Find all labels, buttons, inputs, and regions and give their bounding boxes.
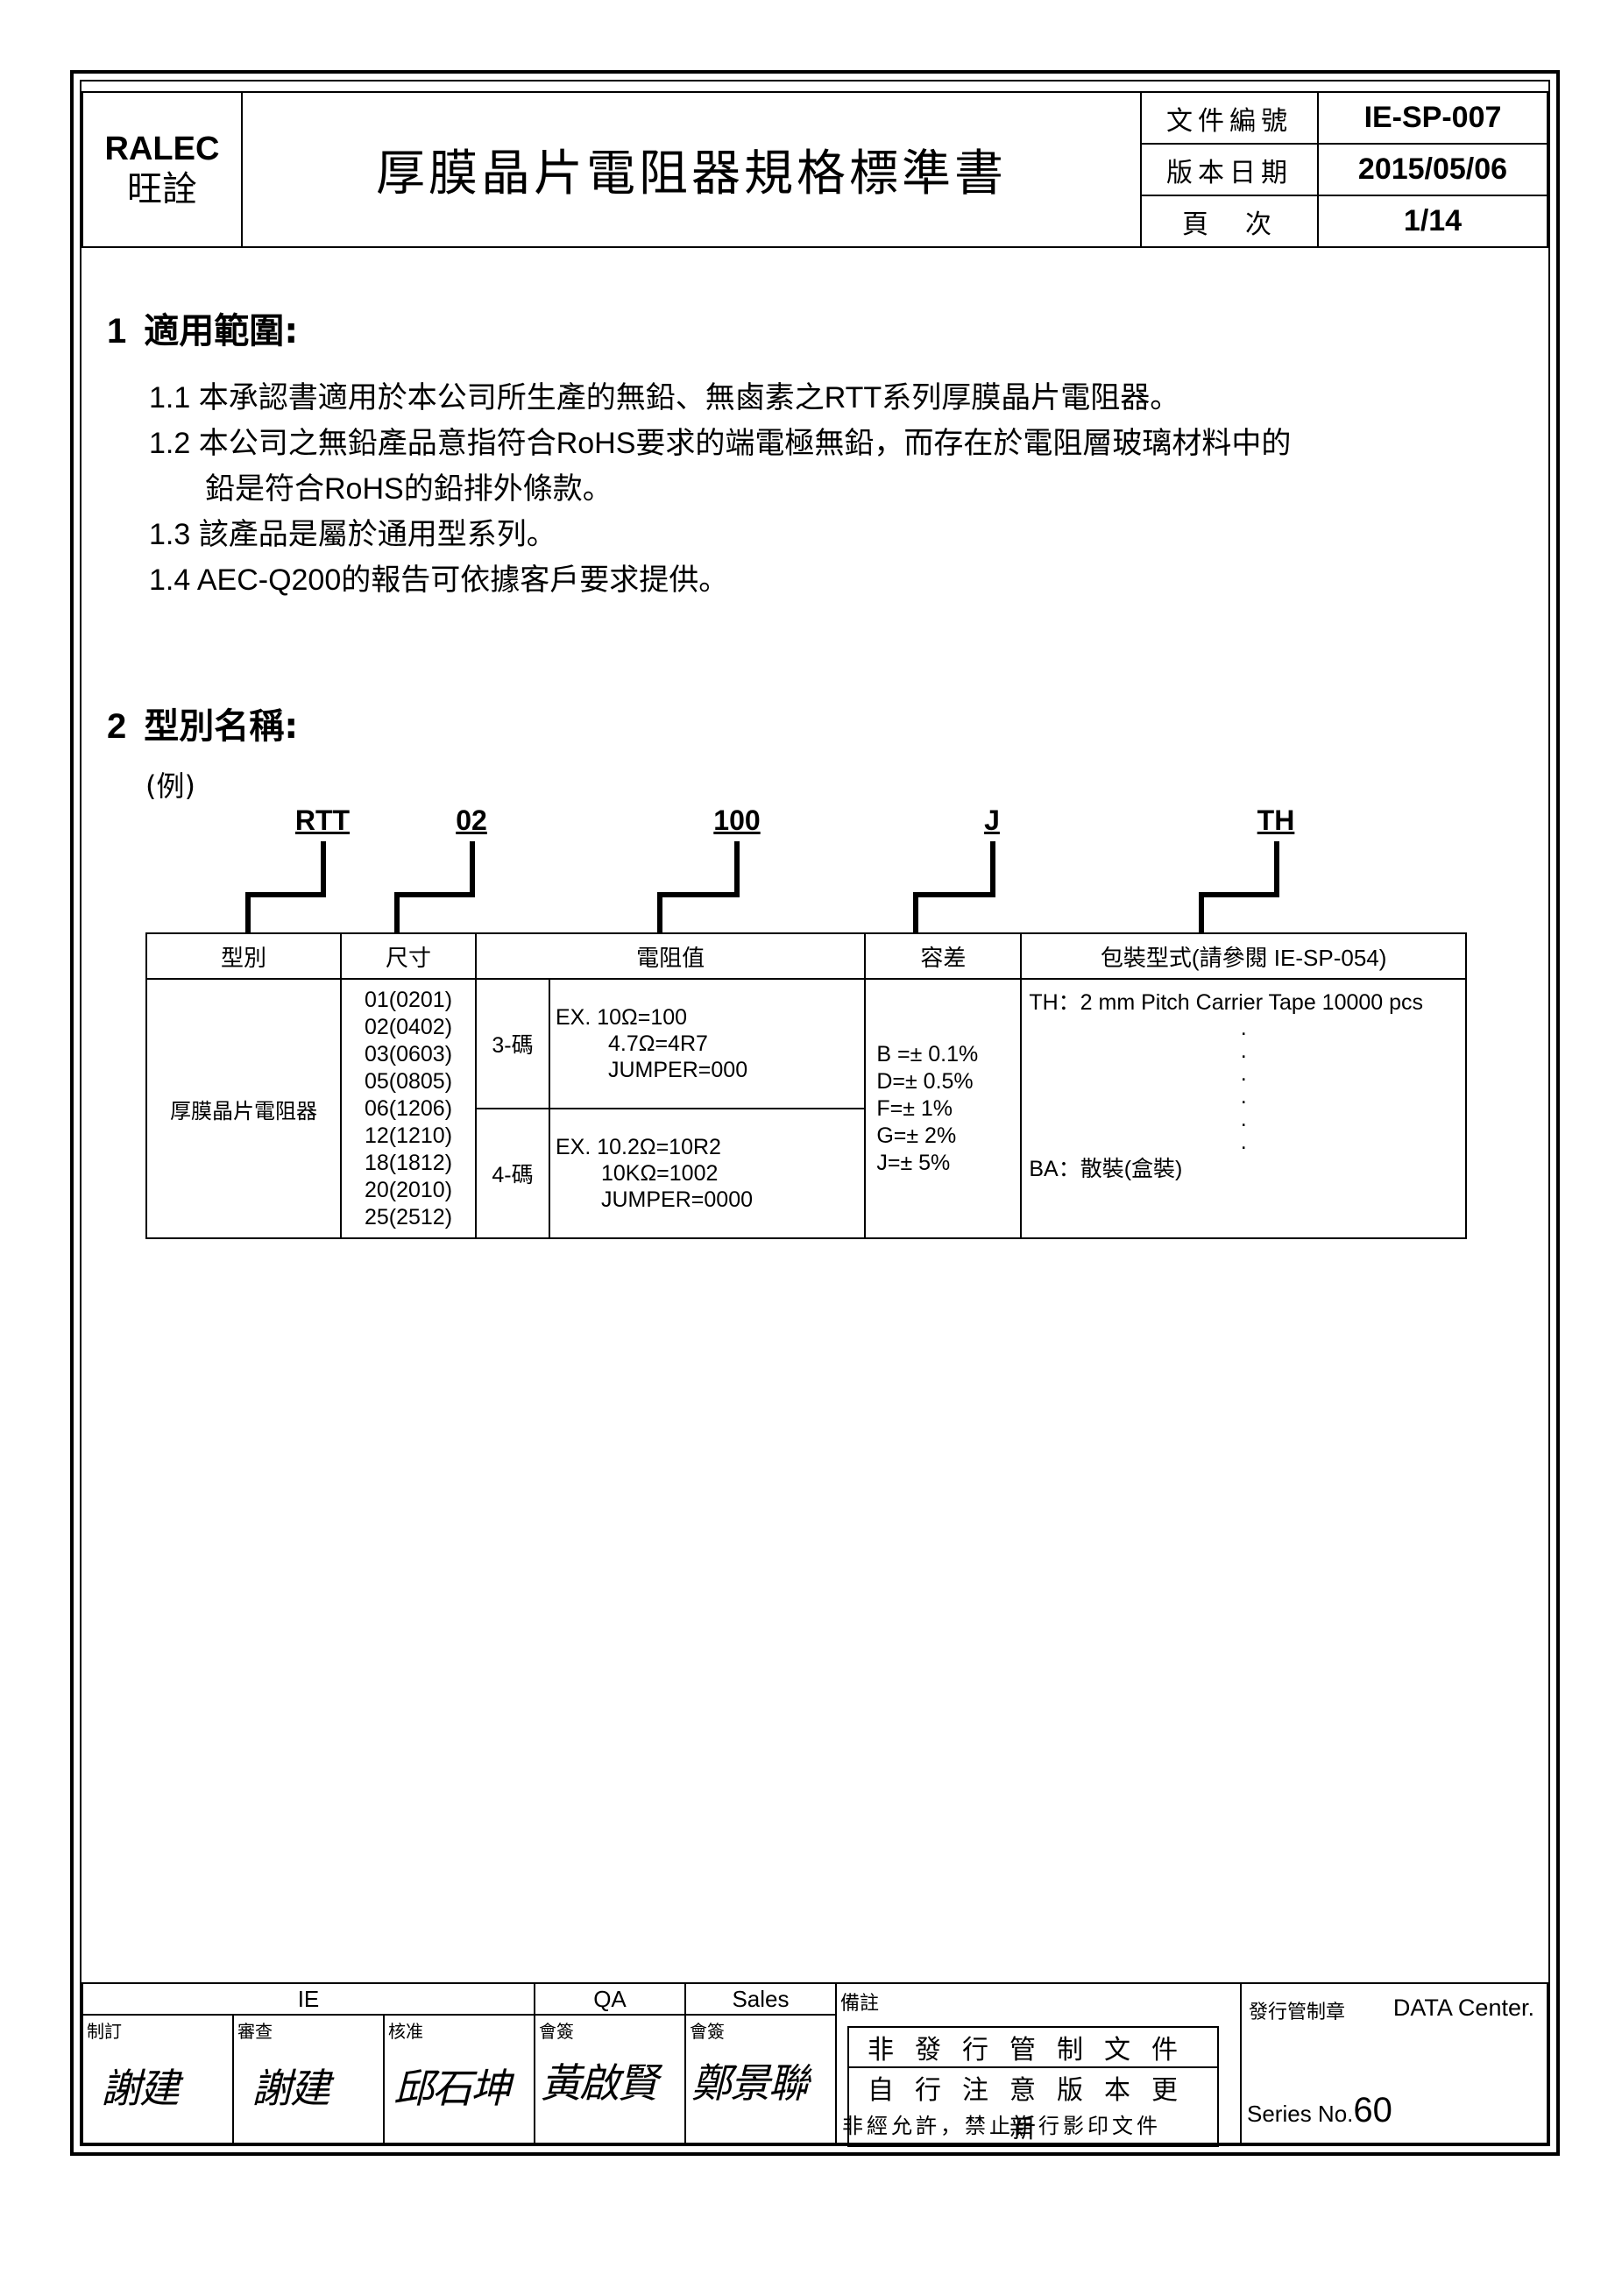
footer-qa-label: QA (534, 1982, 686, 2016)
control-label: 發行管制章 (1249, 2001, 1346, 2023)
review-cell: 審查 謝建 (232, 2014, 385, 2144)
data-center: DATA Center. (1392, 1995, 1534, 2021)
list-item: 1.4 AEC-Q200的報告可依據客戶要求提供。 (149, 563, 729, 597)
copy-notice: 非經允許，禁止自行影印文件 (842, 2115, 1161, 2138)
section-1-list: 1.1 本承認書適用於本公司所生產的無鉛、無鹵素之RTT系列厚膜晶片電阻器。 1… (149, 375, 1533, 603)
doc-no-label: 文件編號 (1140, 91, 1319, 145)
series-number: Series No.60 (1247, 2091, 1392, 2129)
list-item: 1.2 本公司之無鉛產品意指符合RoHS要求的端電極無鉛，而存在於電阻層玻璃材料… (149, 427, 1292, 460)
section-2-heading: 2 型別名稱: (107, 698, 298, 748)
signature: 鄭景聯 (691, 2059, 809, 2107)
footer-ie-label: IE (81, 1982, 535, 2016)
cell-code4-label: 4-碼 (475, 1108, 550, 1239)
cell-code3-examples: EX. 10Ω=100 4.7Ω=4R7 JUMPER=000 (548, 978, 867, 1109)
code-resistance: 100 (713, 804, 761, 836)
section-2-title: 型別名稱: (144, 706, 299, 747)
cell-code4-examples: EX. 10.2Ω=10R2 10KΩ=1002 JUMPER=0000 (548, 1108, 867, 1239)
list-item: 1.3 該產品是屬於通用型系列。 (149, 518, 556, 551)
footer-control: 發行管制章 DATA Center. Series No.60 (1240, 1982, 1548, 2144)
signature: 黃啟賢 (541, 2059, 658, 2107)
signature: 謝建 (251, 2065, 330, 2112)
company-name-en: RALEC (104, 130, 220, 167)
control-stamp: 非發行管制文件 自行注意版本更新 (847, 2026, 1219, 2147)
code-series: RTT (294, 804, 351, 836)
sales-sign-cell: 會簽 鄭景聯 (684, 2014, 837, 2144)
col-header-resistance: 電阻值 (474, 932, 867, 980)
company-name-cn: 旺詮 (127, 169, 197, 209)
doc-no: IE-SP-007 (1317, 91, 1548, 145)
footer-remarks: 備註 非發行管制文件 自行注意版本更新 非經允許，禁止自行影印文件 (835, 1982, 1242, 2147)
cell-packing: TH：2 mm Pitch Carrier Tape 10000 pcs . .… (1020, 978, 1467, 1239)
cell-sizes: 01(0201) 02(0402) 03(0603) 05(0805) 06(1… (340, 978, 477, 1239)
approval-footer: IE QA Sales 備註 非發行管制文件 自行注意版本更新 非經允許，禁止自… (81, 1982, 1548, 2147)
col-header-size: 尺寸 (340, 932, 477, 980)
remarks-label: 備註 (840, 1992, 880, 2014)
document-header: RALEC 旺詮 厚膜晶片電阻器規格標準書 文件編號 IE-SP-007 版本日… (81, 91, 1548, 248)
page-inner-frame (80, 80, 1550, 2146)
signature: 謝建 (101, 2065, 180, 2112)
cell-type: 厚膜晶片電阻器 (145, 978, 342, 1239)
col-header-packing: 包裝型式(請參閱 IE-SP-054) (1020, 932, 1467, 980)
code-tolerance: J (984, 804, 1000, 836)
page-outer-frame (70, 70, 1560, 2156)
section-1-number: 1 (107, 312, 127, 351)
approve-cell: 核准 邱石坤 (383, 2014, 535, 2144)
col-header-type: 型別 (145, 932, 342, 980)
date-label: 版本日期 (1140, 143, 1319, 196)
list-item: 1.1 本承認書適用於本公司所生產的無鉛、無鹵素之RTT系列厚膜晶片電阻器。 (149, 381, 1180, 415)
code-size: 02 (456, 804, 487, 836)
part-number-table: 型別 尺寸 電阻值 容差 包裝型式(請參閱 IE-SP-054) 厚膜晶片電阻器… (145, 932, 1467, 1239)
page-label: 頁 次 (1140, 195, 1319, 248)
code-packing: TH (1257, 804, 1295, 836)
list-item-continuation: 鉛是符合RoHS的鉛排外條款。 (205, 472, 613, 506)
company-logo: RALEC 旺詮 (81, 91, 243, 248)
document-title: 厚膜晶片電阻器規格標準書 (241, 91, 1142, 248)
qa-sign-cell: 會簽 黃啟賢 (534, 2014, 686, 2144)
cell-tolerances: B =± 0.1% D=± 0.5% F=± 1% G=± 2% J=± 5% (864, 978, 1023, 1239)
doc-date: 2015/05/06 (1317, 143, 1548, 196)
section-2-number: 2 (107, 707, 127, 746)
section-1-title: 適用範圍: (144, 311, 299, 351)
signature: 邱石坤 (393, 2065, 511, 2112)
cell-code3-label: 3-碼 (475, 978, 550, 1109)
draft-cell: 制訂 謝建 (81, 2014, 234, 2144)
page-number: 1/14 (1317, 195, 1548, 248)
footer-sales-label: Sales (684, 1982, 837, 2016)
example-label: (例) (145, 769, 195, 803)
section-1-heading: 1 適用範圍: (107, 302, 298, 353)
col-header-tolerance: 容差 (864, 932, 1023, 980)
